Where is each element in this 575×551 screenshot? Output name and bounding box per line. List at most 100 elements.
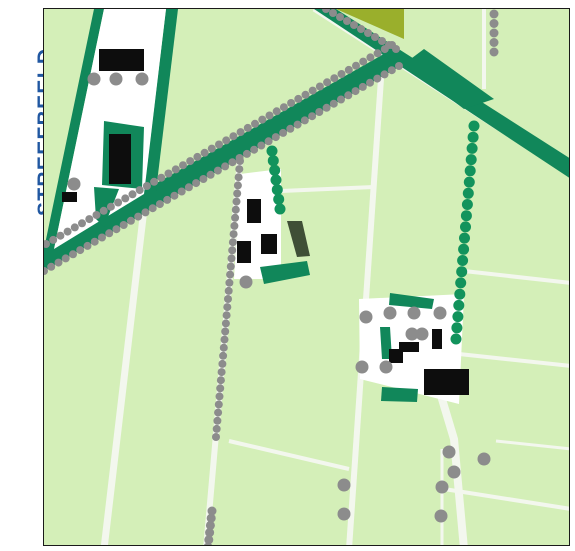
green-strip-west: [44, 9, 104, 249]
building: [62, 192, 77, 202]
tree: [213, 416, 222, 425]
tree: [76, 246, 85, 255]
tree: [87, 72, 101, 86]
tree: [98, 233, 106, 242]
tree: [337, 95, 345, 104]
tree: [315, 82, 324, 91]
tree: [300, 116, 309, 125]
tree: [114, 198, 123, 207]
tree: [78, 219, 86, 228]
dark-hedge: [287, 221, 310, 257]
tree: [466, 142, 478, 154]
tree: [459, 232, 470, 244]
tree: [223, 303, 232, 312]
yard-green-3: [260, 261, 310, 284]
tree: [468, 120, 480, 132]
tree: [63, 227, 72, 236]
building: [237, 241, 251, 263]
tree: [199, 175, 208, 183]
tree: [489, 19, 499, 28]
tree: [489, 38, 499, 47]
tree: [378, 37, 386, 45]
tree: [126, 216, 135, 225]
tree: [44, 240, 50, 248]
tree: [214, 400, 223, 409]
tree: [477, 452, 491, 466]
tree: [150, 177, 159, 186]
tree: [457, 255, 469, 266]
tree: [442, 445, 456, 459]
tree: [192, 179, 201, 188]
tree: [461, 199, 473, 210]
tree: [451, 322, 463, 334]
tree: [462, 187, 474, 199]
yard-green-4: [389, 293, 434, 309]
tree: [235, 165, 244, 174]
tree: [109, 72, 123, 86]
yard-green-2: [94, 187, 119, 227]
tree: [106, 202, 115, 211]
yard-green-6: [381, 387, 418, 402]
tree: [366, 78, 374, 87]
tree: [47, 262, 56, 271]
buildings: [62, 49, 469, 395]
tree: [337, 507, 351, 521]
lane-3: [463, 269, 569, 285]
tree: [322, 9, 330, 13]
lane-2: [228, 439, 350, 471]
tree: [415, 327, 429, 341]
tree: [270, 174, 282, 186]
tree: [435, 480, 449, 494]
tree: [135, 72, 149, 86]
building: [261, 234, 277, 254]
building: [424, 369, 469, 395]
tree: [352, 61, 360, 70]
tree: [308, 112, 317, 121]
tree: [351, 87, 360, 96]
tree: [155, 200, 164, 209]
tree: [456, 266, 468, 278]
tree: [315, 108, 324, 116]
tree: [329, 99, 338, 108]
tree: [203, 542, 213, 545]
tree: [157, 173, 166, 182]
tree: [359, 310, 373, 324]
lane-7: [495, 439, 569, 451]
green-strip-east: [144, 9, 178, 191]
tree: [205, 520, 215, 530]
tree: [239, 275, 253, 289]
tree: [221, 162, 230, 171]
tree: [69, 250, 77, 259]
tree: [267, 155, 279, 167]
tree: [343, 17, 351, 25]
tree: [458, 243, 470, 255]
tree: [200, 148, 209, 157]
tree: [141, 208, 150, 217]
tree: [434, 509, 448, 523]
tree: [212, 433, 220, 441]
tree: [215, 392, 224, 401]
tree: [279, 103, 288, 112]
tree: [217, 368, 226, 377]
tree: [433, 306, 447, 320]
tree: [171, 165, 180, 174]
tree: [231, 205, 240, 214]
tree: [489, 47, 499, 57]
building: [99, 49, 144, 71]
tree: [224, 295, 232, 303]
tree: [272, 107, 281, 116]
tree: [232, 197, 241, 206]
tree: [380, 70, 389, 79]
tree: [271, 133, 280, 142]
tree: [257, 141, 266, 150]
tree: [383, 306, 397, 320]
tree: [206, 170, 215, 179]
tree: [373, 49, 382, 58]
tree: [250, 145, 259, 154]
tree: [287, 99, 296, 107]
tree: [467, 131, 479, 143]
tree: [207, 144, 216, 153]
tree: [357, 25, 365, 33]
tree: [99, 206, 108, 215]
tree: [371, 33, 379, 41]
